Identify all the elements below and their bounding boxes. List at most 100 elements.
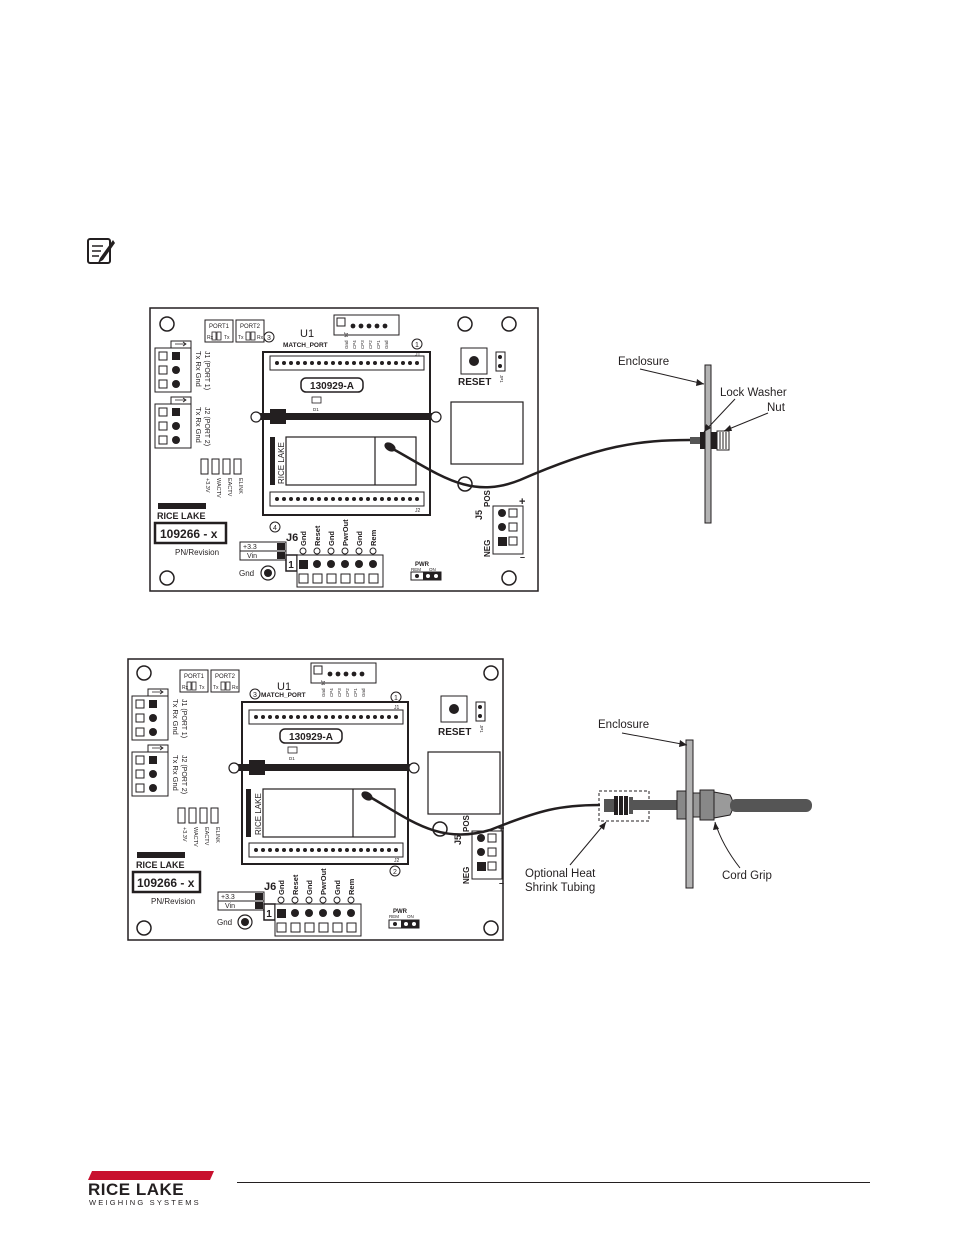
board-brand: RICE LAKE [157, 511, 206, 521]
svg-text:Gnd: Gnd [333, 880, 342, 895]
svg-text:RICE LAKE: RICE LAKE [254, 793, 263, 835]
svg-text:Gnd: Gnd [239, 569, 254, 578]
svg-text:CP4: CP4 [329, 688, 334, 697]
svg-text:D1: D1 [313, 407, 319, 412]
svg-text:1: 1 [394, 695, 398, 702]
status-leds [200, 458, 242, 475]
j1-label: J1 (PORT 1) [203, 351, 210, 390]
figure-2-svg: PORT1 PORT2 Rx Tx Tx Rx 3 U1 MATCH_PORT … [127, 658, 812, 941]
note-pencil-icon [87, 238, 115, 264]
j2-connector [154, 396, 192, 449]
svg-text:Gnd: Gnd [321, 688, 326, 697]
svg-text:J1: J1 [415, 352, 421, 358]
svg-text:1: 1 [266, 909, 272, 920]
svg-text:J4: J4 [319, 680, 325, 686]
svg-text:Rem: Rem [347, 878, 356, 895]
svg-text:1: 1 [415, 342, 419, 349]
svg-text:WEIGHING SYSTEMS: WEIGHING SYSTEMS [89, 1198, 201, 1207]
svg-text:Rx: Rx [207, 335, 214, 341]
svg-text:U1: U1 [277, 681, 291, 693]
svg-text:J1 (PORT 1): J1 (PORT 1) [180, 699, 187, 738]
svg-text:Reset: Reset [291, 874, 300, 895]
match-port-label: MATCH_PORT [283, 342, 328, 349]
u1-label: U1 [300, 328, 314, 340]
heat-shrink-label-line1: Optional Heat [525, 868, 596, 880]
svg-text:RICE LAKE: RICE LAKE [88, 1180, 184, 1199]
antenna-cable [392, 438, 691, 489]
svg-text:J2: J2 [415, 508, 421, 514]
j1-pin-row [275, 361, 419, 365]
cable-jacket [730, 799, 812, 812]
svg-text:Rx: Rx [257, 335, 264, 341]
svg-text:J2: J2 [394, 858, 400, 864]
svg-text:–: – [499, 878, 504, 888]
lock-washer-label: Lock Washer [720, 387, 787, 399]
svg-text:Tx: Tx [238, 335, 244, 341]
svg-text:PwrOut: PwrOut [319, 868, 328, 895]
svg-text:JP1: JP1 [499, 375, 504, 383]
svg-text:PORT1: PORT1 [184, 674, 205, 680]
svg-text:3: 3 [253, 692, 257, 699]
svg-text:Gnd: Gnd [299, 531, 308, 546]
svg-text:J2 (PORT 2): J2 (PORT 2) [180, 755, 187, 794]
svg-text:CP4: CP4 [352, 340, 357, 349]
enclosure-label-2: Enclosure [598, 719, 649, 731]
cord-grip-label: Cord Grip [722, 870, 772, 882]
svg-text:J4: J4 [342, 332, 348, 338]
svg-text:POS: POS [462, 814, 471, 832]
rice-lake-logo: RICE LAKE WEIGHING SYSTEMS [88, 1171, 214, 1207]
svg-text:J5: J5 [474, 510, 484, 520]
svg-text:3: 3 [267, 335, 271, 342]
svg-text:Rem: Rem [369, 529, 378, 546]
enclosure-wall [704, 364, 712, 524]
j1-connector [154, 340, 192, 393]
antenna-cable-2 [369, 795, 601, 836]
svg-text:4: 4 [273, 525, 277, 532]
svg-text:–: – [520, 552, 525, 562]
svg-text:D1: D1 [289, 756, 295, 761]
svg-text:Rx: Rx [232, 685, 239, 691]
reset-label: RESET [458, 377, 491, 388]
svg-text:Gnd: Gnd [344, 340, 349, 349]
j5-connector [492, 505, 524, 555]
svg-text:Tx Rx Gnd: Tx Rx Gnd [171, 699, 180, 735]
svg-text:JP1: JP1 [479, 725, 484, 733]
figure-1-cable-through-enclosure: PORT1 PORT2 Rx Tx Tx Rx 3 U1 MATCH_PORT … [149, 307, 787, 592]
svg-text:Tx Rx Gnd: Tx Rx Gnd [171, 755, 180, 791]
svg-text:EACTV: EACTV [203, 827, 209, 846]
svg-text:+: + [498, 823, 504, 835]
svg-text:Vin: Vin [247, 553, 257, 560]
svg-text:CP3: CP3 [360, 340, 365, 349]
svg-text:2: 2 [393, 869, 397, 876]
svg-text:Gnd: Gnd [384, 340, 389, 349]
svg-text:CP1: CP1 [353, 688, 358, 697]
svg-text:PN/Revision: PN/Revision [151, 897, 195, 906]
svg-text:Gnd: Gnd [305, 880, 314, 895]
u1-module [262, 351, 431, 516]
port1-label: PORT1 [209, 324, 230, 330]
svg-text:+: + [519, 496, 525, 508]
svg-text:NEG: NEG [462, 867, 471, 884]
module-brand: RICE LAKE [277, 442, 286, 484]
figure-2-cable-with-cord-grip: PORT1 PORT2 Rx Tx Tx Rx 3 U1 MATCH_PORT … [0, 620, 954, 965]
svg-text:J6: J6 [264, 881, 276, 893]
svg-text:Gnd: Gnd [217, 918, 232, 927]
svg-text:CP2: CP2 [368, 340, 373, 349]
footer-logo: RICE LAKE WEIGHING SYSTEMS [86, 1168, 226, 1213]
svg-text:ON: ON [407, 914, 414, 919]
svg-text:Gnd: Gnd [361, 688, 366, 697]
svg-text:+3.3: +3.3 [243, 544, 257, 551]
footer-rule [237, 1182, 870, 1183]
svg-text:J5: J5 [453, 835, 463, 845]
svg-text:+3.3V: +3.3V [181, 827, 187, 842]
svg-text:+3.3V: +3.3V [204, 478, 210, 493]
svg-text:PwrOut: PwrOut [341, 519, 350, 546]
pn-revision-label: PN/Revision [175, 548, 219, 557]
module-bar [255, 413, 437, 420]
svg-text:J1: J1 [394, 705, 400, 711]
svg-text:Tx: Tx [213, 685, 219, 691]
port2-label: PORT2 [240, 324, 261, 330]
svg-text:Tx: Tx [199, 685, 205, 691]
chip-label: 130929-A [310, 381, 354, 392]
svg-text:Tx: Tx [224, 335, 230, 341]
